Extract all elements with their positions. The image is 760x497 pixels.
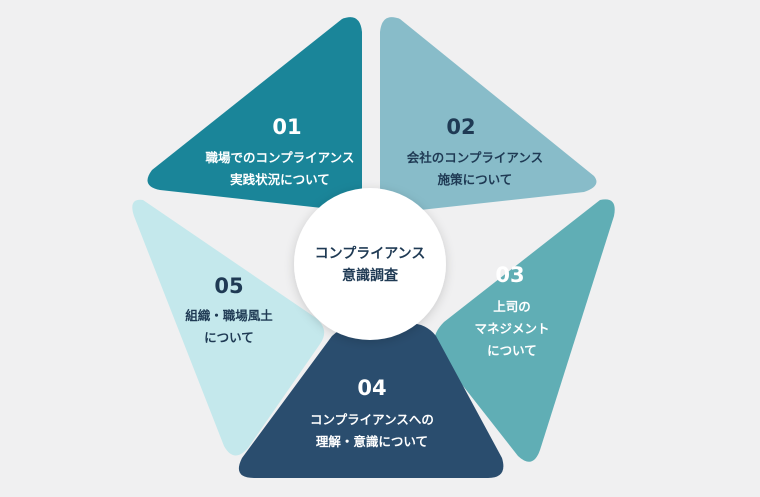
segment-05-shape xyxy=(132,199,325,456)
segment-05-number: 05 xyxy=(214,274,243,298)
segment-03-number: 03 xyxy=(495,263,524,287)
segment-01-shape xyxy=(147,17,362,211)
center-title: コンプライアンス意識調査 xyxy=(315,246,426,284)
text-line: 理解・意識について xyxy=(316,434,428,449)
segment-04-text: コンプライアンスへの理解・意識について xyxy=(310,412,434,449)
segment-05: 05 組織・職場風土について xyxy=(132,199,325,456)
text-line: 上司の xyxy=(493,299,531,314)
segment-01: 01 職場でのコンプライアンス実践状況について xyxy=(147,17,362,211)
text-line: 意識調査 xyxy=(342,267,399,284)
segment-02-shape xyxy=(380,17,597,213)
segment-02: 02 会社のコンプライアンス施策について xyxy=(380,17,597,213)
text-line: コンプライアンスへの xyxy=(310,412,434,427)
segment-04: 04 コンプライアンスへの理解・意識について xyxy=(238,323,504,478)
text-line: マネジメント xyxy=(474,321,549,336)
segment-03-text: 上司のマネジメントについて xyxy=(474,299,549,358)
segment-02-text: 会社のコンプライアンス施策について xyxy=(407,150,543,187)
text-line: 実践状況について xyxy=(230,172,330,187)
segment-01-text: 職場でのコンプライアンス実践状況について xyxy=(206,150,355,187)
segment-05-text: 組織・職場風土について xyxy=(185,308,273,345)
text-line: について xyxy=(204,330,254,345)
segment-02-number: 02 xyxy=(446,115,475,139)
segment-04-number: 04 xyxy=(357,376,386,400)
text-line: について xyxy=(487,343,537,358)
center-hub: コンプライアンス意識調査 xyxy=(294,188,446,340)
segment-01-number: 01 xyxy=(272,115,301,139)
text-line: 職場でのコンプライアンス xyxy=(206,150,355,165)
text-line: 会社のコンプライアンス xyxy=(407,150,543,165)
center-circle xyxy=(294,188,446,340)
segment-03-shape xyxy=(434,199,615,462)
text-line: コンプライアンス xyxy=(315,246,426,262)
segment-03: 03 上司のマネジメントについて xyxy=(434,199,615,462)
segment-04-shape xyxy=(238,323,504,478)
text-line: 組織・職場風土 xyxy=(185,308,273,323)
text-line: 施策について xyxy=(438,172,513,187)
